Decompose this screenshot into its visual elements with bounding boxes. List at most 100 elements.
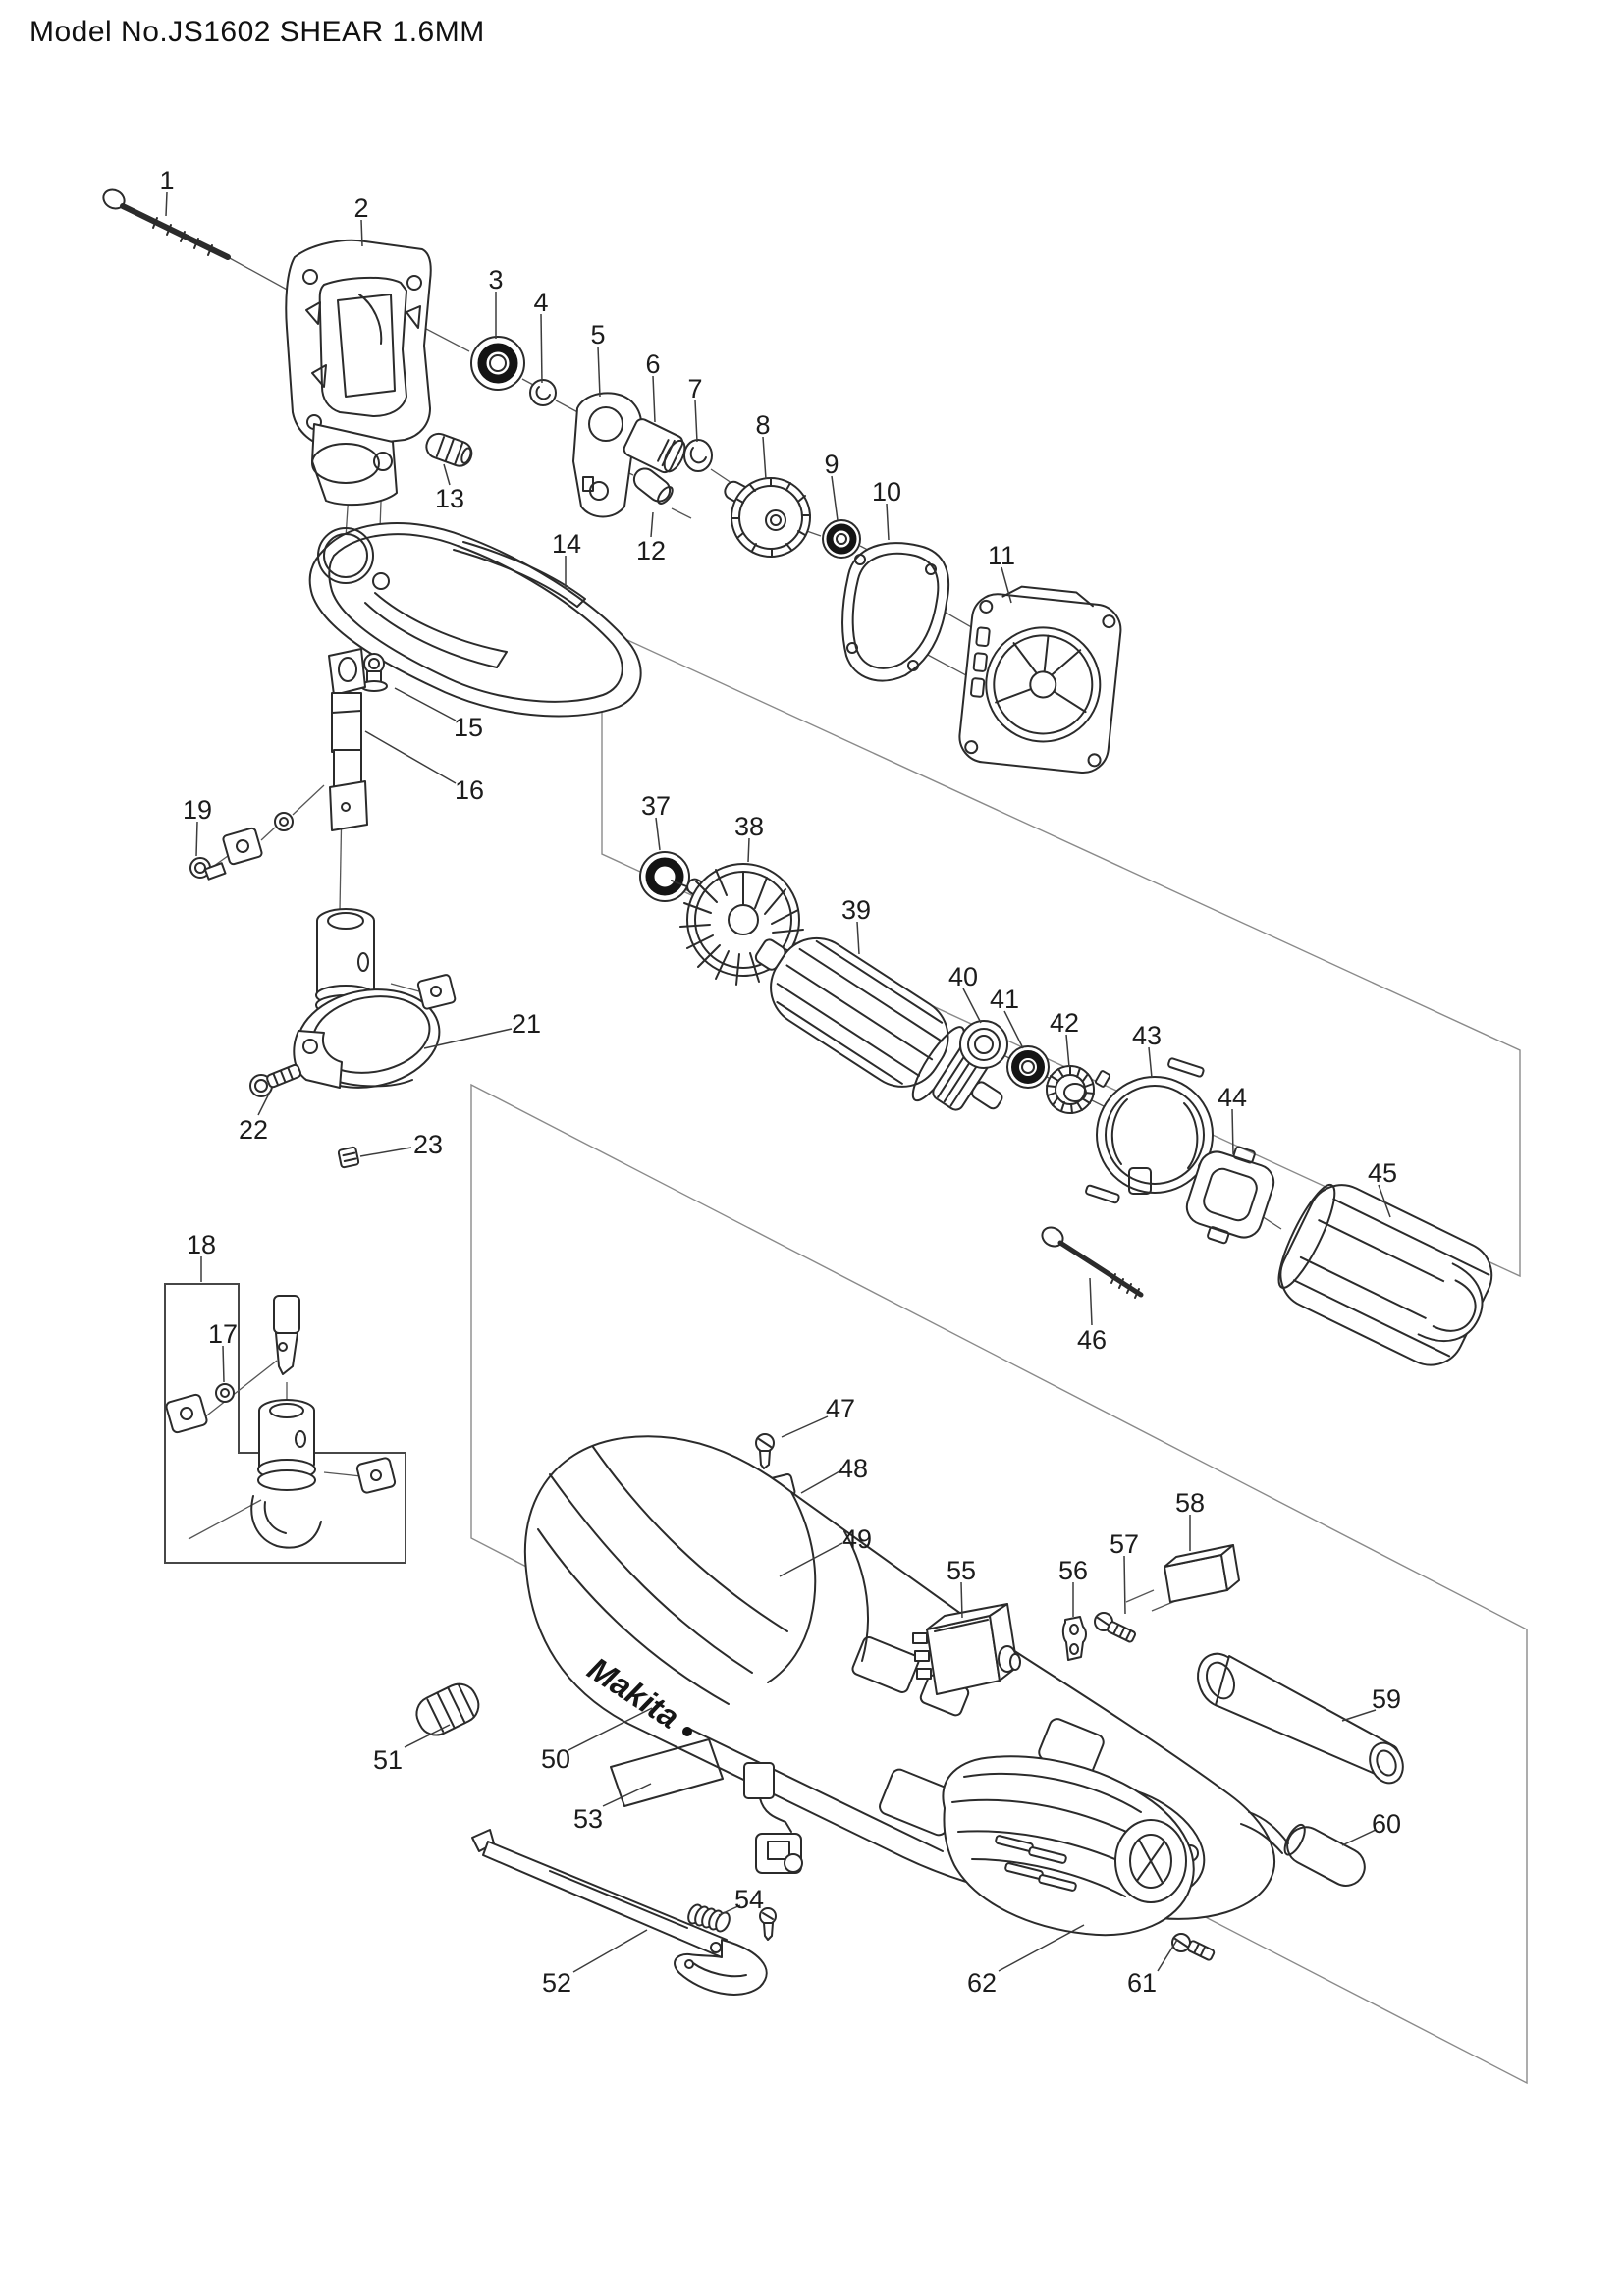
leader-line-16 [364,730,457,784]
part-16-blade-holder-shaft [328,648,368,831]
part-6-needle-sleeve [623,418,686,474]
part-14-safety-cover [308,522,642,718]
part-59-handle-tube [1197,1652,1404,1785]
part-label-19: 19 [183,795,212,825]
leader-line-37 [655,817,661,851]
part-label-48: 48 [839,1454,868,1483]
part-12-pin [632,467,674,505]
part-label-7: 7 [687,374,702,403]
leader-line-41 [1003,1010,1024,1049]
part-43-baffle-plate [1085,1057,1233,1204]
part-44-insulation-washer [1185,1146,1275,1245]
leader-line-23 [359,1147,412,1157]
part-23-set-screw [337,1146,360,1169]
leader-line-46 [1089,1277,1093,1326]
part-label-47: 47 [826,1394,855,1423]
part-2-gear-housing [285,239,432,507]
part-label-3: 3 [488,265,503,294]
part-10-gasket [840,542,950,682]
part-label-18: 18 [187,1230,216,1259]
leader-line-54 [718,1904,741,1916]
part-label-59: 59 [1372,1684,1401,1714]
part-label-53: 53 [573,1804,603,1834]
part-label-38: 38 [734,812,764,841]
leader-line-53 [602,1783,652,1807]
leader-line-44 [1231,1108,1234,1155]
part-label-61: 61 [1127,1968,1157,1998]
part-11-bearing-box [958,585,1122,774]
part-label-9: 9 [824,450,839,479]
leader-line-21 [423,1028,513,1049]
part-label-46: 46 [1077,1325,1107,1355]
leader-line-7 [694,400,698,443]
leader-line-49 [779,1542,843,1577]
part-41-ball-bearing [1006,1045,1050,1089]
part-61-screw [1171,1933,1216,1961]
part-7-washer [683,439,713,472]
part-label-11: 11 [988,541,1015,570]
part-37-bearing [639,851,700,902]
leader-line-6 [652,375,656,423]
part-label-23: 23 [413,1130,443,1159]
leader-line-13 [443,463,451,486]
part-label-5: 5 [590,320,605,349]
part-40-flanged-washer [959,1020,1008,1069]
part-19-screw-nut-washer [189,812,294,881]
internal-wiring-parts [743,1762,803,1874]
part-label-54: 54 [734,1885,764,1914]
leader-line-12 [650,511,654,538]
part-label-44: 44 [1218,1083,1247,1112]
group-frame-armature [601,626,1521,1278]
part-label-58: 58 [1175,1488,1205,1518]
part-label-1: 1 [159,166,174,195]
part-55-switch [912,1603,1021,1695]
part-56-terminal-plate [1061,1616,1087,1661]
part-label-10: 10 [872,477,901,507]
part-21-blade-holder-assembly [293,908,457,1089]
leader-line-22 [257,1091,271,1116]
part-label-8: 8 [755,410,770,440]
part-label-21: 21 [512,1009,541,1039]
part-45-field [1277,1183,1493,1366]
part-62-rear-cover [942,1755,1195,1937]
part-46-through-bolt [1041,1226,1144,1299]
part-label-41: 41 [990,985,1019,1014]
leader-line-57 [1123,1555,1126,1615]
part-4-washer [529,379,557,406]
leader-line-59 [1341,1709,1377,1722]
part-label-4: 4 [533,288,548,317]
leader-line-4 [540,313,543,384]
leader-line-17 [222,1345,225,1383]
part-9-ball-bearing [822,519,861,559]
part-58-capacitor [1164,1544,1240,1603]
part-42-knurled-sleeve [1046,1065,1095,1114]
leader-line-50 [568,1707,653,1751]
leader-line-42 [1065,1034,1070,1068]
leader-line-39 [856,921,860,955]
leader-line-11 [1001,566,1012,604]
part-label-6: 6 [645,349,660,379]
part-label-50: 50 [541,1744,570,1774]
leader-line-8 [762,436,767,480]
part-label-51: 51 [373,1745,403,1775]
part-label-42: 42 [1050,1008,1079,1038]
part-label-15: 15 [454,713,483,742]
leader-line-38 [747,837,750,863]
part-3-ball-bearing [470,336,525,391]
part-label-16: 16 [455,775,484,805]
leader-line-61 [1157,1939,1178,1972]
part-15-bolt [360,653,388,692]
part-22-bolt [249,1063,302,1097]
leader-line-60 [1341,1829,1377,1846]
leader-line-48 [800,1470,840,1494]
part-label-17: 17 [208,1319,238,1349]
part-47-screw [755,1433,775,1469]
leader-line-15 [394,687,457,721]
leader-line-47 [781,1415,829,1438]
part-52-switch-lever [471,1829,768,1996]
leader-line-10 [886,503,890,541]
page-title: Model No.JS1602 SHEAR 1.6MM [29,16,485,48]
